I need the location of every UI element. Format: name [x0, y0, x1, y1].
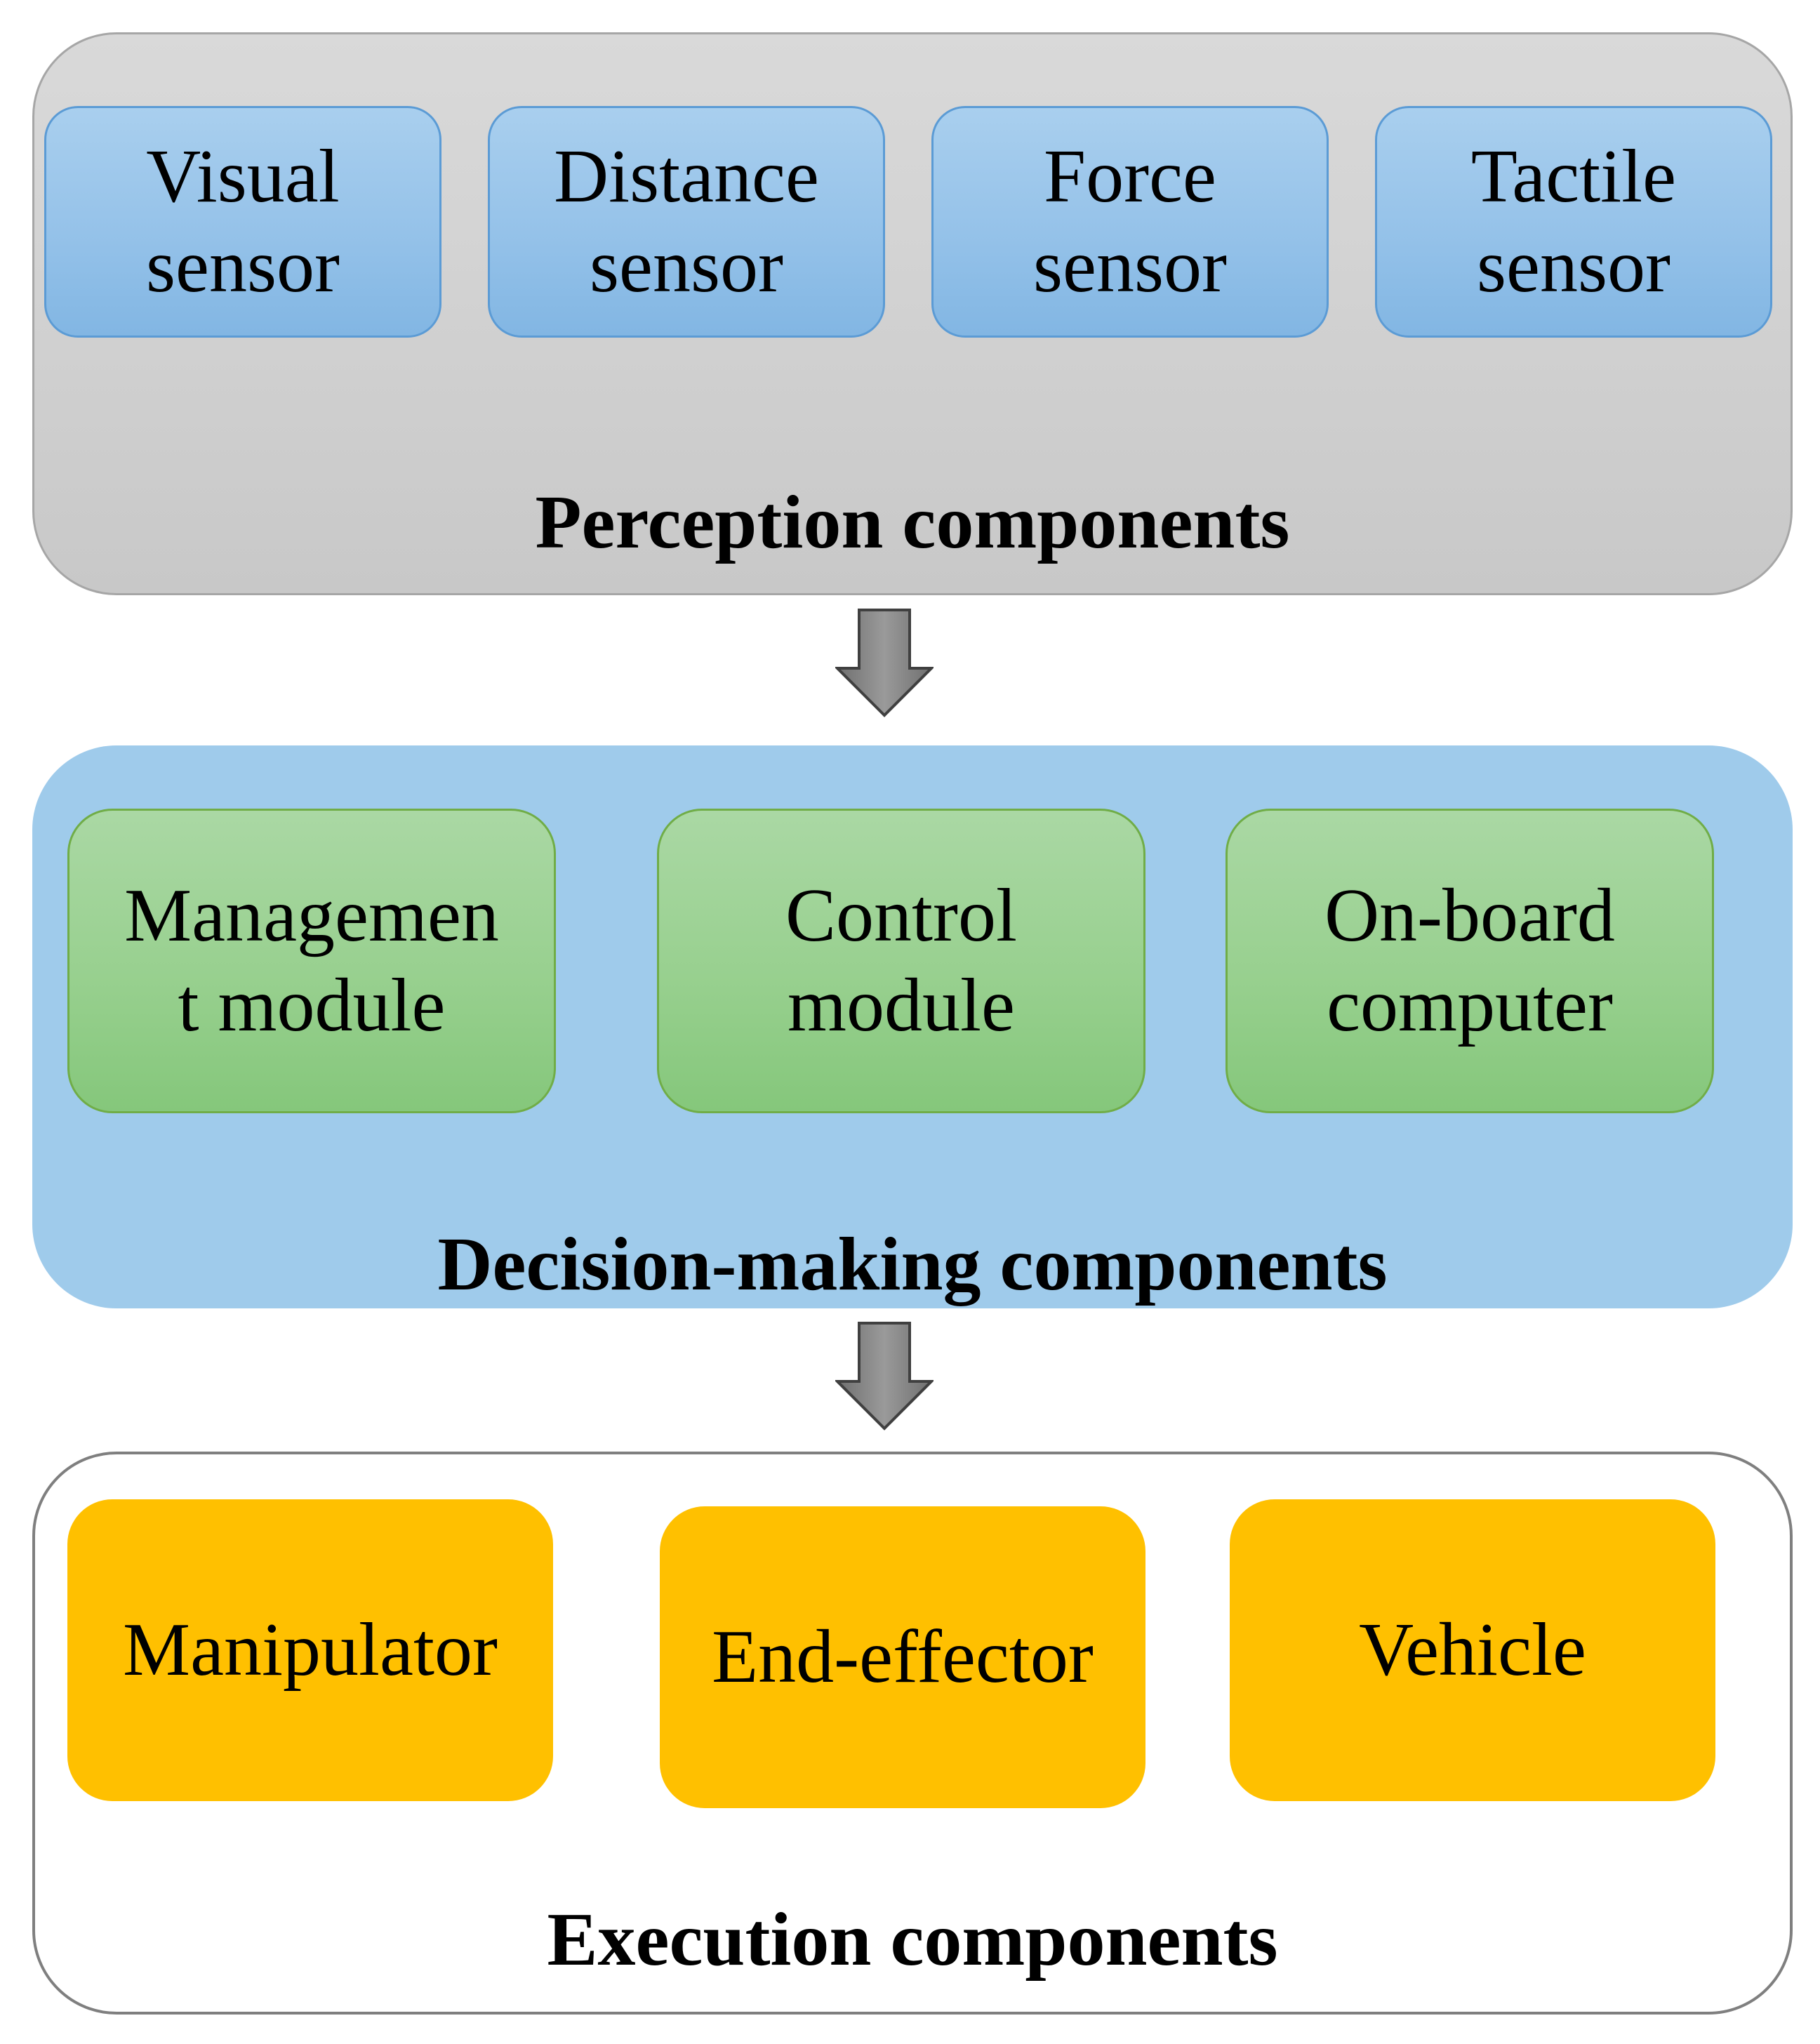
execution-layer-title: Execution components: [547, 1898, 1278, 1982]
onboard-computer-line2: computer: [1327, 964, 1613, 1047]
end-effector-box: End-effector: [660, 1506, 1145, 1808]
onboard-computer-line1: On-board: [1324, 874, 1615, 957]
visual-sensor-box: Visual sensor: [44, 106, 441, 338]
end-effector-label: End-effector: [712, 1615, 1094, 1699]
visual-sensor-line1: Visual: [146, 135, 340, 218]
tactile-sensor-line2: sensor: [1477, 225, 1670, 308]
management-module-box: Managemen t module: [67, 809, 556, 1113]
distance-sensor-line2: sensor: [590, 225, 783, 308]
vehicle-label: Vehicle: [1359, 1608, 1586, 1692]
down-arrow-icon: [835, 609, 934, 717]
onboard-computer-box: On-board computer: [1225, 809, 1714, 1113]
manipulator-box: Manipulator: [67, 1499, 553, 1801]
down-arrow-icon: [835, 1322, 934, 1431]
manipulator-label: Manipulator: [123, 1608, 498, 1692]
decision-making-layer-title: Decision-making components: [437, 1223, 1388, 1306]
control-module-box: Control module: [657, 809, 1145, 1113]
force-sensor-line1: Force: [1044, 135, 1216, 218]
force-sensor-box: Force sensor: [931, 106, 1329, 338]
tactile-sensor-box: Tactile sensor: [1375, 106, 1772, 338]
decision-making-layer: Managemen t module Control module On-boa…: [32, 745, 1793, 1308]
vehicle-box: Vehicle: [1230, 1499, 1715, 1801]
distance-sensor-box: Distance sensor: [488, 106, 885, 338]
force-sensor-line2: sensor: [1033, 225, 1227, 308]
visual-sensor-line2: sensor: [146, 225, 340, 308]
control-module-line2: module: [788, 964, 1015, 1047]
execution-layer: Manipulator End-effector Vehicle Executi…: [32, 1452, 1793, 2015]
perception-layer-title: Perception components: [535, 481, 1290, 564]
management-module-line1: Managemen: [124, 874, 499, 957]
perception-layer: Visual sensor Distance sensor Force sens…: [32, 32, 1793, 595]
management-module-line2: t module: [178, 964, 446, 1047]
distance-sensor-line1: Distance: [554, 135, 819, 218]
tactile-sensor-line1: Tactile: [1470, 135, 1677, 218]
control-module-line1: Control: [785, 874, 1017, 957]
